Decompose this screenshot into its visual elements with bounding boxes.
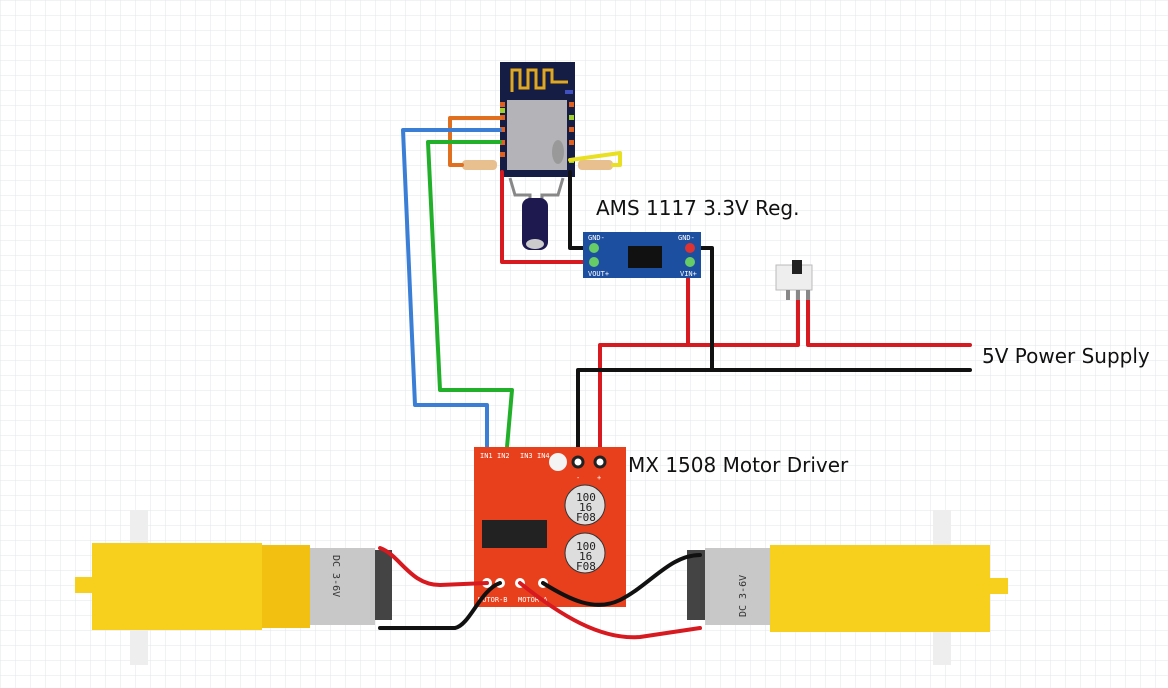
reg-gnd-left-label: GND- — [588, 234, 605, 242]
cap-top-line2: 16 — [579, 501, 592, 514]
wire-red-switch[interactable] — [686, 298, 800, 347]
cap-bottom-line2: 16 — [579, 550, 592, 563]
in2-label: IN2 — [497, 452, 510, 460]
wire-yellow[interactable] — [568, 151, 622, 167]
left-motor-label: DC 3-6V — [330, 555, 341, 597]
resistor-right[interactable] — [578, 160, 613, 170]
wire-motor-left-black[interactable] — [378, 581, 502, 630]
reg-vout-label: VOUT+ — [588, 270, 609, 278]
plus-label: + — [597, 474, 601, 482]
right-motor-label: DC 3-6V — [738, 575, 749, 617]
in3-label: IN3 — [520, 452, 533, 460]
in4-label: IN4 — [537, 452, 550, 460]
cap-top-line1: 100 — [576, 491, 596, 504]
esp8266-module[interactable] — [500, 62, 575, 177]
wire-motor-left-red[interactable] — [378, 546, 489, 587]
in1-label: IN1 — [480, 452, 493, 460]
wire-red-supply[interactable] — [806, 298, 972, 347]
mx1508-motor-driver[interactable]: IN1 IN2 IN3 IN4 - + MOTOR-B MOTOR-A 100 … — [474, 447, 626, 607]
cap-bottom-line3: F08 — [576, 560, 596, 573]
wire-red-vin[interactable] — [598, 260, 690, 462]
cap-bottom-line1: 100 — [576, 540, 596, 553]
dc-motor-right[interactable]: DC 3-6V — [687, 510, 1008, 665]
regulator-label: AMS 1117 3.3V Reg. — [596, 196, 799, 220]
reg-gnd-right-label: GND- — [678, 234, 695, 242]
resistor-left[interactable] — [462, 160, 497, 170]
wire-red-vout[interactable] — [500, 170, 592, 264]
motor-a-label: MOTOR-A — [518, 596, 548, 604]
ams1117-regulator[interactable]: GND- GND- VOUT+ VIN+ — [583, 232, 701, 278]
motor-b-label: MOTOR-B — [478, 596, 508, 604]
cap-top-line3: F08 — [576, 511, 596, 524]
minus-label: - — [576, 474, 580, 482]
slide-switch[interactable] — [775, 260, 813, 300]
power-supply-label: 5V Power Supply — [982, 344, 1150, 368]
electrolytic-capacitor[interactable] — [522, 198, 548, 250]
reg-vin-label: VIN+ — [680, 270, 697, 278]
dc-motor-left[interactable]: DC 3-6V — [75, 510, 392, 665]
motor-driver-label: MX 1508 Motor Driver — [628, 453, 849, 477]
wire-motor-right-black[interactable] — [541, 553, 702, 607]
wire-motor-right-red[interactable] — [518, 581, 702, 640]
